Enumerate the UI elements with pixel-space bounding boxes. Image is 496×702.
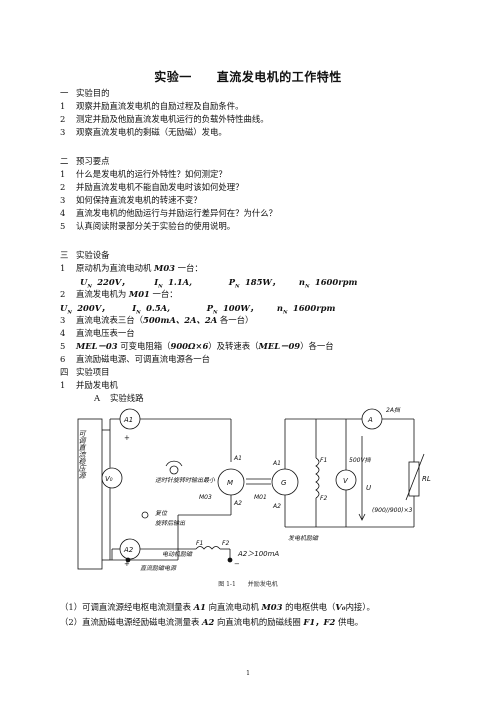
spec-line: UN 220V， IN 1.1A, PN 185W， nN 1600rpm — [80, 277, 358, 290]
ammeter-label: A — [367, 416, 373, 424]
v0-label: V₀ — [105, 475, 113, 483]
source-label: 可调直流稳压源 — [77, 430, 87, 479]
m03-label: M03 — [199, 494, 212, 501]
motor-a2-label: A2 — [233, 500, 242, 507]
f1b-label: F1 — [196, 540, 203, 547]
section-heading: 一实验目的 — [60, 88, 110, 98]
section-heading: 二预习要点 — [60, 156, 110, 166]
a2-label: A2 — [123, 546, 134, 554]
a2-condition-label: A2＞100mA — [237, 550, 279, 558]
m01-label: M01 — [254, 494, 267, 501]
section-heading: 三实验设备 — [60, 250, 110, 260]
figure-caption: 图 1-1 并励发电机 — [218, 581, 278, 588]
f1-label: F1 — [320, 457, 327, 464]
u-label: U — [366, 484, 371, 492]
motor-label: M — [227, 479, 233, 487]
generator-label: G — [281, 479, 287, 487]
plus-label-2: + — [124, 560, 130, 568]
motor-a1-label: A1 — [233, 455, 242, 462]
a-range-label: 2A挡 — [386, 406, 401, 414]
gen-field-label: 发电机励磁 — [288, 534, 319, 542]
spec-line: UN 200V， IN 0.5A, PN 100W， nN 1600rpm — [60, 303, 336, 316]
plus-label: + — [124, 434, 130, 442]
f2b-label: F2 — [222, 540, 229, 547]
voltmeter-label: V — [343, 477, 349, 485]
rl-label: RL — [422, 475, 431, 483]
v-range-label: 500V挡 — [349, 456, 372, 464]
source-box — [77, 418, 103, 570]
motor-field-label: 电动机励磁 — [162, 550, 193, 558]
rbox-label: (900//900)×3 — [372, 507, 413, 514]
rotation-label: 逆时针旋转时输出最小 — [155, 476, 216, 484]
reset-label: 复位 — [155, 509, 168, 517]
section-heading: 四实验项目 — [60, 367, 110, 377]
rotation2-label: 旋转后输出 — [155, 519, 186, 527]
f2-label: F2 — [320, 495, 327, 502]
note-line: （2）直流励磁电源经励磁电流测量表 A2 向直流电机的励磁线圈 F1，F2 供电… — [60, 617, 364, 627]
note-line: （1）可调直流源经电枢电流测量表 A1 向直流电动机 M03 的电枢供电（V₀内… — [60, 602, 375, 612]
page-title: 实验一 直流发电机的工作特性 — [154, 70, 342, 84]
a1-label: A1 — [123, 416, 133, 424]
dc-field-label: 直流励磁电源 — [140, 564, 177, 572]
page-number: 1 — [246, 670, 250, 677]
minus-label: − — [234, 560, 240, 568]
gen-a1-label: A1 — [272, 460, 281, 467]
gen-a2-label: A2 — [272, 503, 281, 510]
